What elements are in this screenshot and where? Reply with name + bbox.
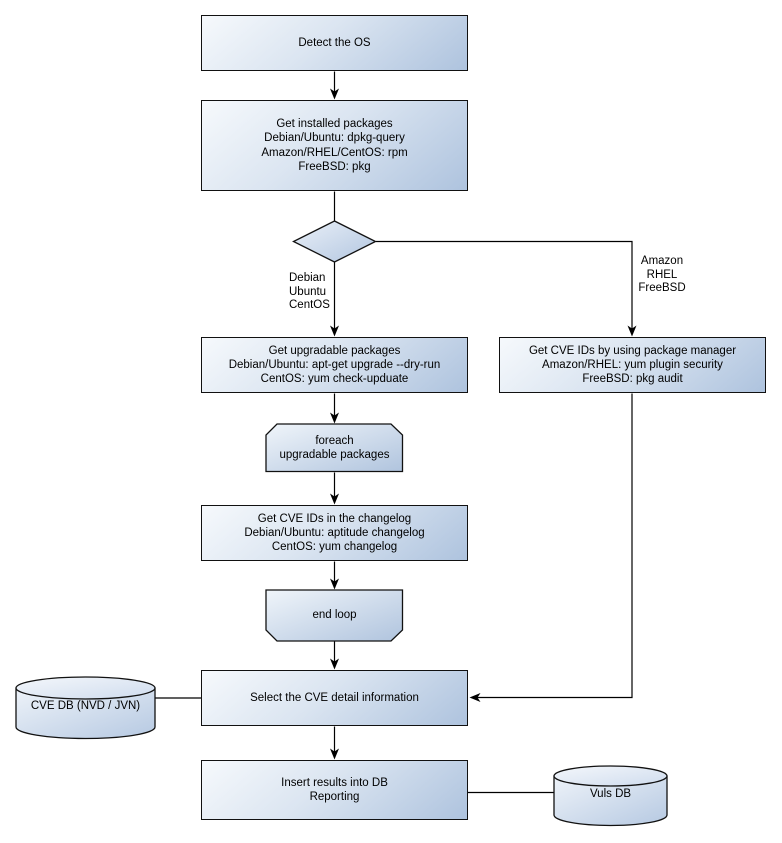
node-changelog-line: Debian/Ubuntu: aptitude changelog bbox=[244, 527, 425, 539]
node-get-cve-ids-changelog: Get CVE IDs in the changelog Debian/Ubun… bbox=[201, 505, 468, 561]
left-branch-line: Debian bbox=[289, 272, 326, 284]
right-branch-line: Amazon bbox=[640, 255, 684, 267]
node-installed-line: Debian/Ubuntu: dpkg-query bbox=[264, 132, 405, 144]
node-detect-os: Detect the OS bbox=[201, 15, 468, 71]
arrowhead-insert bbox=[330, 748, 339, 760]
cvedb-cylinder bbox=[15, 676, 156, 740]
node-upgradable-line: Get upgradable packages bbox=[268, 345, 401, 357]
node-insert-line: Reporting bbox=[309, 791, 360, 803]
node-insert-line: Insert results into DB bbox=[281, 776, 388, 789]
node-installed-line: Amazon/RHEL/CentOS: rpm bbox=[261, 146, 408, 159]
right-branch-line: FreeBSD bbox=[638, 282, 686, 294]
left-branch-line: CentOS bbox=[289, 299, 330, 311]
node-cve-db: CVE DB (NVD / JVN) bbox=[15, 676, 156, 740]
node-insert-results: Insert results into DB Reporting bbox=[201, 760, 468, 820]
edge-decision-pkgmgr bbox=[376, 240, 633, 334]
node-upgradable-line: CentOS: yum check-upduate bbox=[260, 373, 409, 385]
edge-label-left-branch: Debian Ubuntu CentOS bbox=[289, 272, 330, 313]
endloop-label: end loop bbox=[312, 609, 357, 622]
edge-label-right-branch: Amazon RHEL FreeBSD bbox=[634, 255, 690, 296]
node-get-cve-ids-package-manager: Get CVE IDs by using package manager Ama… bbox=[499, 337, 766, 393]
node-end-loop: end loop bbox=[265, 589, 404, 642]
arrowhead-installed bbox=[330, 88, 339, 100]
node-select-cve-detail: Select the CVE detail information bbox=[201, 670, 468, 726]
arrowhead-upgradable bbox=[330, 325, 339, 337]
arrowhead-select-right bbox=[469, 693, 481, 702]
arrowhead-foreach bbox=[330, 412, 339, 424]
node-installed-line: Get installed packages bbox=[276, 117, 393, 130]
arrowhead-changelog bbox=[330, 493, 339, 505]
endloop-shape bbox=[265, 589, 404, 642]
arrowhead-pkgmgr bbox=[627, 325, 637, 337]
foreach-shape bbox=[265, 423, 404, 473]
node-changelog-line: CentOS: yum changelog bbox=[271, 541, 398, 553]
node-upgradable-line: Debian/Ubuntu: apt-get upgrade --dry-run bbox=[228, 359, 441, 371]
node-installed-line: FreeBSD: pkg bbox=[298, 161, 371, 173]
edge-pkgmgr-select bbox=[472, 393, 633, 699]
decision-diamond bbox=[292, 220, 377, 263]
left-branch-line: Ubuntu bbox=[289, 285, 327, 298]
foreach-line: foreach bbox=[315, 435, 354, 447]
node-changelog-line: Get CVE IDs in the changelog bbox=[257, 513, 412, 525]
right-branch-line: RHEL bbox=[646, 268, 678, 281]
foreach-line: upgradable packages bbox=[279, 449, 390, 461]
vulsdb-label: Vuls DB bbox=[589, 787, 632, 800]
node-pkgmgr-line: Get CVE IDs by using package manager bbox=[528, 345, 737, 357]
node-vuls-db: Vuls DB bbox=[553, 765, 668, 827]
node-detect-os-label: Detect the OS bbox=[298, 36, 371, 49]
node-pkgmgr-line: Amazon/RHEL: yum plugin security bbox=[542, 359, 723, 371]
arrowhead-select bbox=[330, 658, 339, 670]
cvedb-label: CVE DB (NVD / JVN) bbox=[30, 699, 141, 712]
node-get-upgradable-packages: Get upgradable packages Debian/Ubuntu: a… bbox=[201, 337, 468, 393]
node-select-label: Select the CVE detail information bbox=[250, 691, 419, 704]
node-foreach-loop: foreach upgradable packages bbox=[265, 423, 404, 473]
node-get-installed-packages: Get installed packages Debian/Ubuntu: dp… bbox=[201, 100, 468, 191]
node-pkgmgr-line: FreeBSD: pkg audit bbox=[582, 373, 683, 385]
arrowhead-endloop bbox=[330, 578, 339, 590]
vulsdb-cylinder bbox=[553, 765, 668, 827]
